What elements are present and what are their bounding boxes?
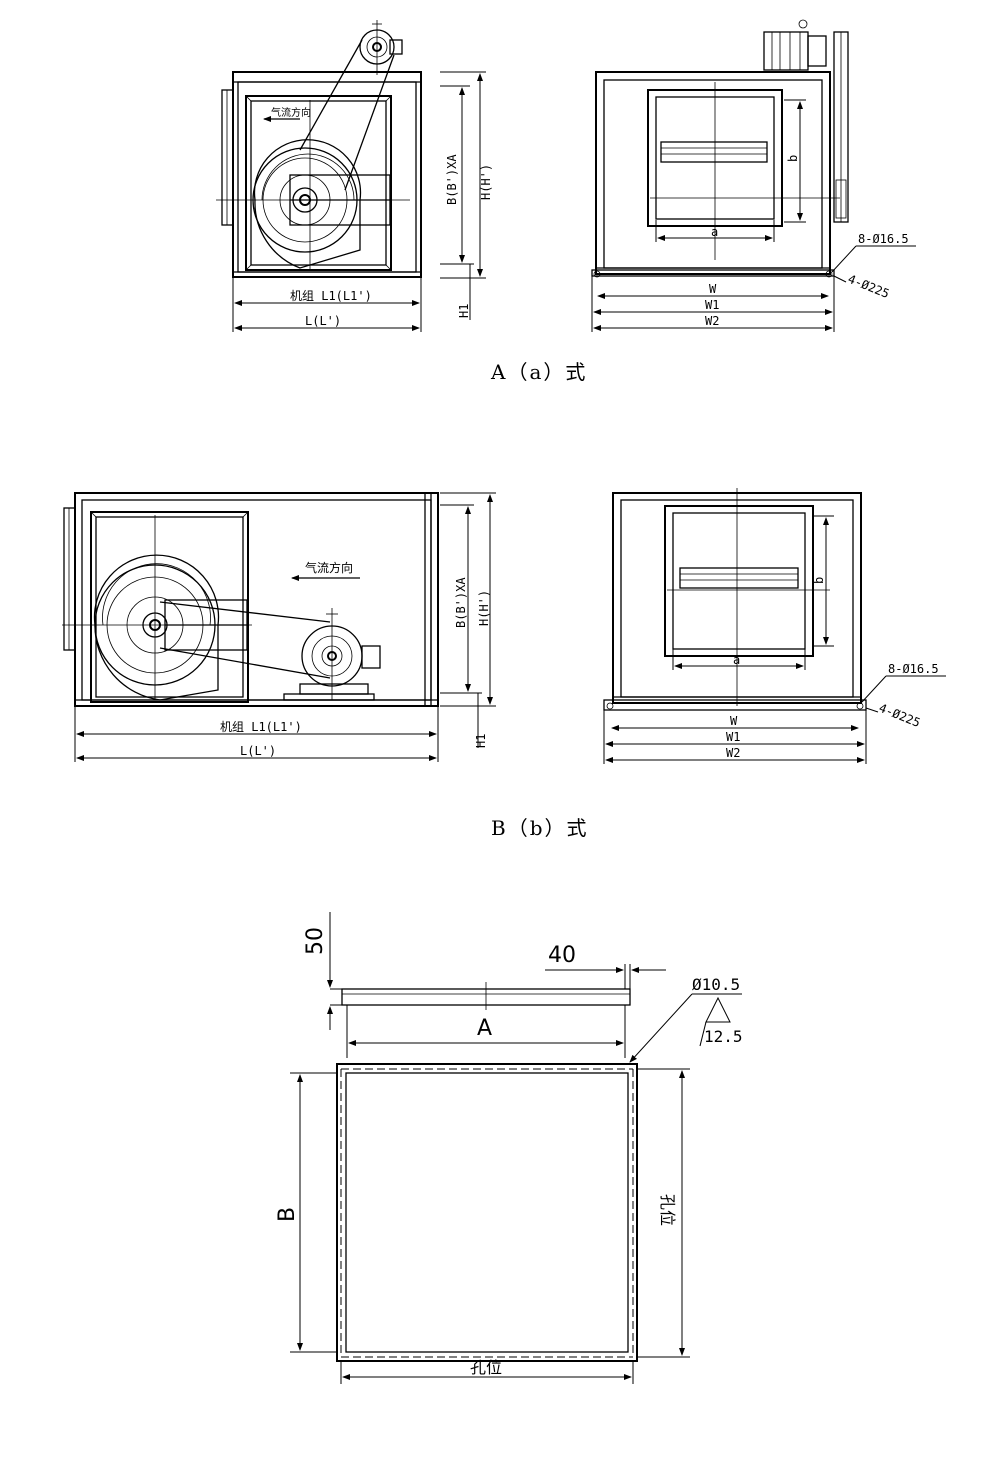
type-a-length-outer-label: L(L') bbox=[305, 314, 341, 328]
type-b-width-1-label: W1 bbox=[726, 730, 740, 744]
flange-dim-b-label: B bbox=[275, 1207, 300, 1222]
type-b-front-view: b a W W1 W2 8-Ø16.5 4-Ø225 bbox=[603, 488, 946, 764]
type-b-base-height-label: H1 bbox=[474, 734, 488, 748]
type-b-caption: B（b）式 bbox=[491, 816, 589, 840]
type-b-width-2-label: W2 bbox=[726, 746, 740, 760]
type-b-height-inner-label: B(B')XA bbox=[454, 577, 468, 628]
type-a-airflow-label: 气流方向 bbox=[271, 106, 311, 119]
type-a-dim-b-label: b bbox=[786, 155, 800, 162]
type-b-height-outer-label: H(H') bbox=[477, 590, 491, 626]
type-b-side-view: 气流方向 B(B')XA H(H') H1 机组 L1(L1') L(L') bbox=[62, 492, 496, 762]
type-a-width-1-label: W1 bbox=[705, 298, 719, 312]
type-b-dim-a-label: a bbox=[733, 653, 740, 667]
type-a-length-inner-label: 机组 L1(L1') bbox=[290, 289, 372, 303]
type-b-length-inner-label: 机组 L1(L1') bbox=[220, 720, 302, 734]
type-b-length-outer-label: L(L') bbox=[240, 744, 276, 758]
type-a-width-label: W bbox=[709, 282, 717, 296]
type-a-base-height-label: H1 bbox=[457, 304, 471, 318]
flange-hole-dia-label: Ø10.5 bbox=[692, 975, 740, 994]
type-b-airflow-label: 气流方向 bbox=[305, 560, 353, 575]
type-a-front-view: b a W W1 W2 8-Ø16.5 4-Ø225 bbox=[591, 19, 916, 332]
flange-thickness-label: 50 bbox=[303, 927, 328, 955]
type-b-width-label: W bbox=[730, 714, 738, 728]
flange-detail: 50 40 A Ø10.5 12.5 B 孔位 bbox=[275, 912, 743, 1384]
type-a-height-outer-label: H(H') bbox=[479, 164, 493, 200]
type-b-dim-b-label: b bbox=[812, 577, 826, 584]
flange-hole-pos-right-label: 孔位 bbox=[658, 1194, 677, 1226]
type-b-holes-bottom-label: 4-Ø225 bbox=[877, 701, 922, 730]
type-a-height-inner-label: B(B')XA bbox=[445, 154, 459, 205]
flange-edge-width-label: 40 bbox=[548, 943, 576, 968]
type-a-side-view: 气流方向 B(B')XA H(H') H1 机组 L1(L1') L(L') bbox=[216, 20, 493, 332]
type-b-holes-top-label: 8-Ø16.5 bbox=[888, 662, 939, 676]
type-a-holes-bottom-label: 4-Ø225 bbox=[846, 272, 891, 301]
type-a-caption: A（a）式 bbox=[490, 360, 587, 384]
type-a-width-2-label: W2 bbox=[705, 314, 719, 328]
type-a-holes-top-label: 8-Ø16.5 bbox=[858, 232, 909, 246]
flange-hole-pos-bottom-label: 孔位 bbox=[470, 1358, 502, 1377]
flange-hole-pitch-label: 12.5 bbox=[704, 1027, 743, 1046]
flange-dim-a-label: A bbox=[477, 1016, 492, 1041]
type-a-dim-a-label: a bbox=[711, 225, 718, 239]
